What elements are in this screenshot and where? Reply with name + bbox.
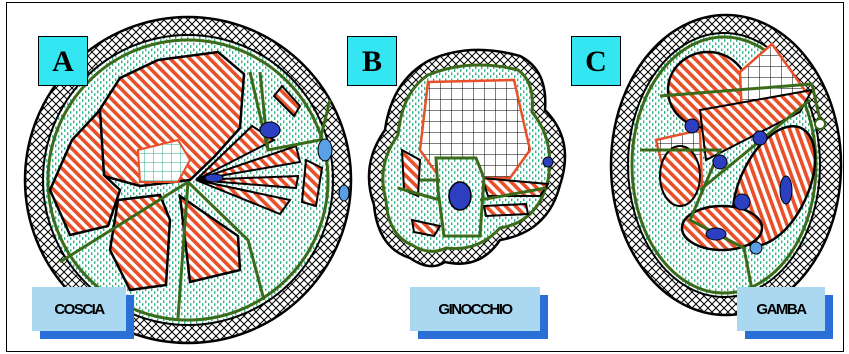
panel-label-c: GAMBA: [737, 287, 825, 331]
saphenous-vein: [339, 185, 349, 201]
tibial-artery: [780, 176, 792, 204]
vessel-3: [713, 155, 727, 169]
panel-letter-c: C: [571, 36, 621, 86]
panel-label-b-wrap: GINOCCHIO: [410, 287, 548, 339]
vessel-4: [734, 194, 750, 210]
knee-tendon-1: [484, 204, 528, 216]
small-saphenous-vein: [750, 242, 762, 254]
panel-letter-a: A: [38, 36, 88, 86]
vessel-1: [685, 119, 699, 133]
saphenous-vein: [543, 157, 553, 167]
panel-label-a: COSCIA: [32, 287, 126, 331]
panel-b-knee-section: [369, 50, 565, 266]
panel-label-c-wrap: GAMBA: [737, 287, 833, 339]
panel-letter-b: B: [347, 36, 397, 86]
popliteal-artery: [449, 182, 471, 210]
nerve: [205, 174, 223, 182]
peroneal-vessel: [706, 228, 726, 240]
femoral-artery: [260, 122, 280, 138]
vessel-2: [753, 131, 767, 145]
panel-c-leg-section: [611, 15, 841, 315]
great-saphenous-vein: [815, 119, 825, 129]
panel-label-a-wrap: COSCIA: [32, 287, 134, 339]
femoral-vein: [318, 139, 332, 161]
panel-label-b: GINOCCHIO: [410, 287, 540, 331]
posterior-muscle: [660, 146, 700, 206]
